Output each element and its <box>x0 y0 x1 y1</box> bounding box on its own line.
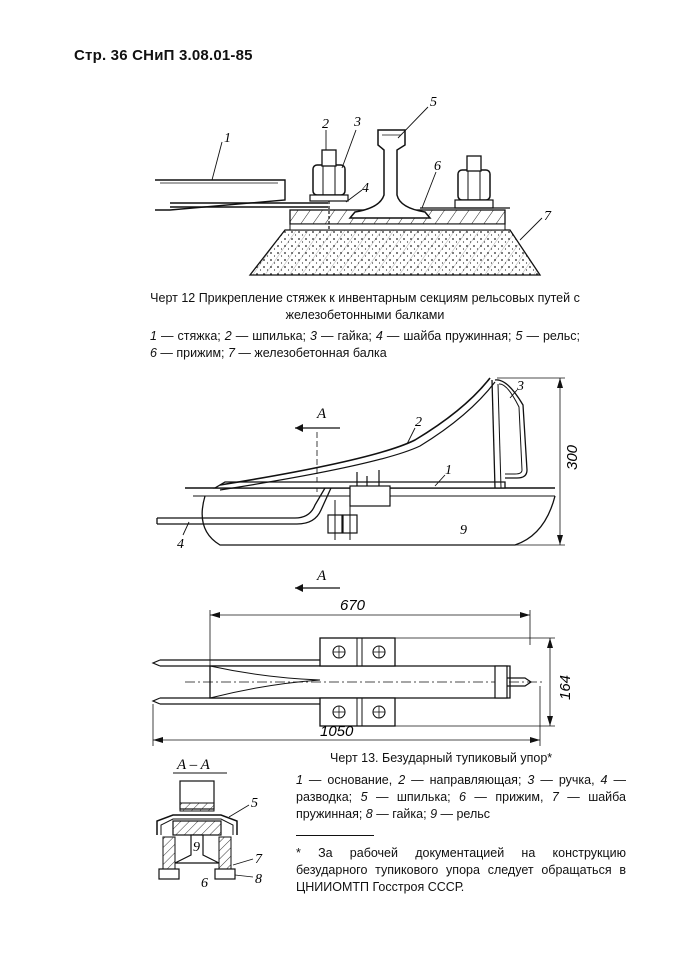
fig12-label-4: 4 <box>362 181 369 196</box>
fig12-label-2: 2 <box>322 117 329 132</box>
fig13-label-4: 4 <box>177 537 184 552</box>
legend-text: — гайка; <box>316 329 376 343</box>
section-aa-title: A – A <box>176 757 211 773</box>
fig12-title: Черт 12 Прикрепление стяжек к инвентарны… <box>150 291 580 322</box>
legend-num: 4 <box>600 773 608 787</box>
legend-text: — шайба пружинная; <box>382 329 516 343</box>
section-mark-a-top: A <box>316 406 327 422</box>
section-label-8: 8 <box>255 872 262 887</box>
fig13-title: Черт 13. Безударный тупиковый упор* <box>330 751 553 765</box>
legend-num: 1 <box>150 329 157 343</box>
legend-num: 2 <box>398 773 406 787</box>
section-aa-drawing: A – A 5 9 6 7 8 <box>156 757 263 891</box>
fig13-label-9: 9 <box>460 523 467 538</box>
legend-text: — шпилька; <box>367 790 460 804</box>
dim-height: 300 <box>564 444 581 470</box>
fig12-label-7: 7 <box>544 209 552 224</box>
legend-num: 3 <box>527 773 535 787</box>
legend-text: — стяжка; <box>156 329 225 343</box>
legend-num: 5 <box>360 790 368 804</box>
figure-13-drawing: A 300 2 3 1 4 9 A 670 <box>151 377 581 746</box>
section-label-9: 9 <box>193 840 200 855</box>
legend-num: 3 <box>310 329 317 343</box>
legend-text: — рельс; <box>522 329 580 343</box>
legend-num: 6 <box>459 790 466 804</box>
section-label-6: 6 <box>201 876 208 891</box>
dim-length-top: 670 <box>340 597 366 614</box>
fig13-legend: 1 — основание, 2 — направляющая; 3 — руч… <box>296 772 626 823</box>
legend-text: — основание, <box>302 773 399 787</box>
legend-num: 7 <box>228 346 235 360</box>
legend-text: — прижим; <box>156 346 228 360</box>
fig12-label-1: 1 <box>224 131 231 146</box>
legend-text: — шпилька; <box>231 329 311 343</box>
figure-12-drawing: 1 2 3 4 5 6 7 <box>155 95 552 276</box>
page-header: Стр. 36 СНиП 3.08.01-85 <box>74 47 253 64</box>
section-label-7: 7 <box>255 852 263 867</box>
fig13-label-2: 2 <box>415 415 422 430</box>
legend-text: — ручка, <box>534 773 601 787</box>
legend-num: 2 <box>224 329 232 343</box>
legend-text: — шайба пружинная; <box>296 790 626 821</box>
dim-length-bottom: 1050 <box>320 723 354 740</box>
legend-text: — гайка; <box>372 807 431 821</box>
legend-num: 6 <box>150 346 157 360</box>
legend-text: — рельс <box>437 807 491 821</box>
legend-text: — железобетонная балка <box>234 346 387 360</box>
fig12-label-6: 6 <box>434 159 441 174</box>
footnote-divider <box>296 835 374 836</box>
fig12-legend: 1 — стяжка; 2 — шпилька; 3 — гайка; 4 — … <box>150 328 580 362</box>
section-label-5: 5 <box>251 796 258 811</box>
fig12-label-3: 3 <box>353 115 361 130</box>
fig13-label-3: 3 <box>516 379 524 394</box>
legend-num: 1 <box>296 773 303 787</box>
legend-num: 7 <box>551 790 559 804</box>
legend-num: 9 <box>430 807 438 821</box>
legend-num: 4 <box>375 329 383 343</box>
footnote: * За рабочей документацией на конструкци… <box>296 846 626 894</box>
fig13-label-1: 1 <box>445 463 452 478</box>
legend-num: 5 <box>515 329 523 343</box>
dim-width: 164 <box>557 675 574 700</box>
fig12-label-5: 5 <box>430 95 437 110</box>
section-mark-a-bottom: A <box>316 568 327 584</box>
legend-text: — прижим, <box>466 790 552 804</box>
legend-num: 8 <box>365 807 373 821</box>
legend-text: — разводка; <box>296 773 626 804</box>
legend-text: — направляющая; <box>405 773 528 787</box>
